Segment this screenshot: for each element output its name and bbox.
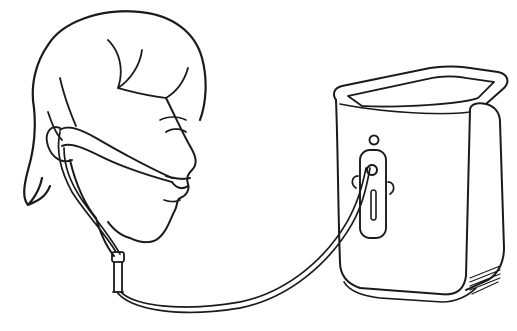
handle-right (388, 182, 394, 194)
hair-side (48, 78, 76, 140)
eyebrow (160, 117, 186, 120)
oxygen-tube-b (121, 168, 366, 307)
oxygen-outlet (367, 165, 377, 175)
concentrator-lid (334, 67, 507, 105)
hair-bangs (108, 40, 188, 98)
cannula-connector (113, 262, 123, 292)
cannula-loop-upper (60, 128, 172, 178)
nasal-cannula-icon (59, 128, 191, 292)
oxygen-concentrator-icon (334, 67, 507, 303)
cannula-tube-right (64, 148, 120, 254)
handle-left (352, 176, 358, 188)
concentrator-body-side (466, 104, 504, 290)
cannula-slider (112, 252, 124, 262)
neck (70, 160, 130, 256)
mouth (164, 200, 180, 202)
hair-outline (24, 11, 205, 205)
flow-slot (371, 190, 376, 220)
control-knob (370, 136, 379, 145)
person-head-icon (24, 11, 205, 256)
